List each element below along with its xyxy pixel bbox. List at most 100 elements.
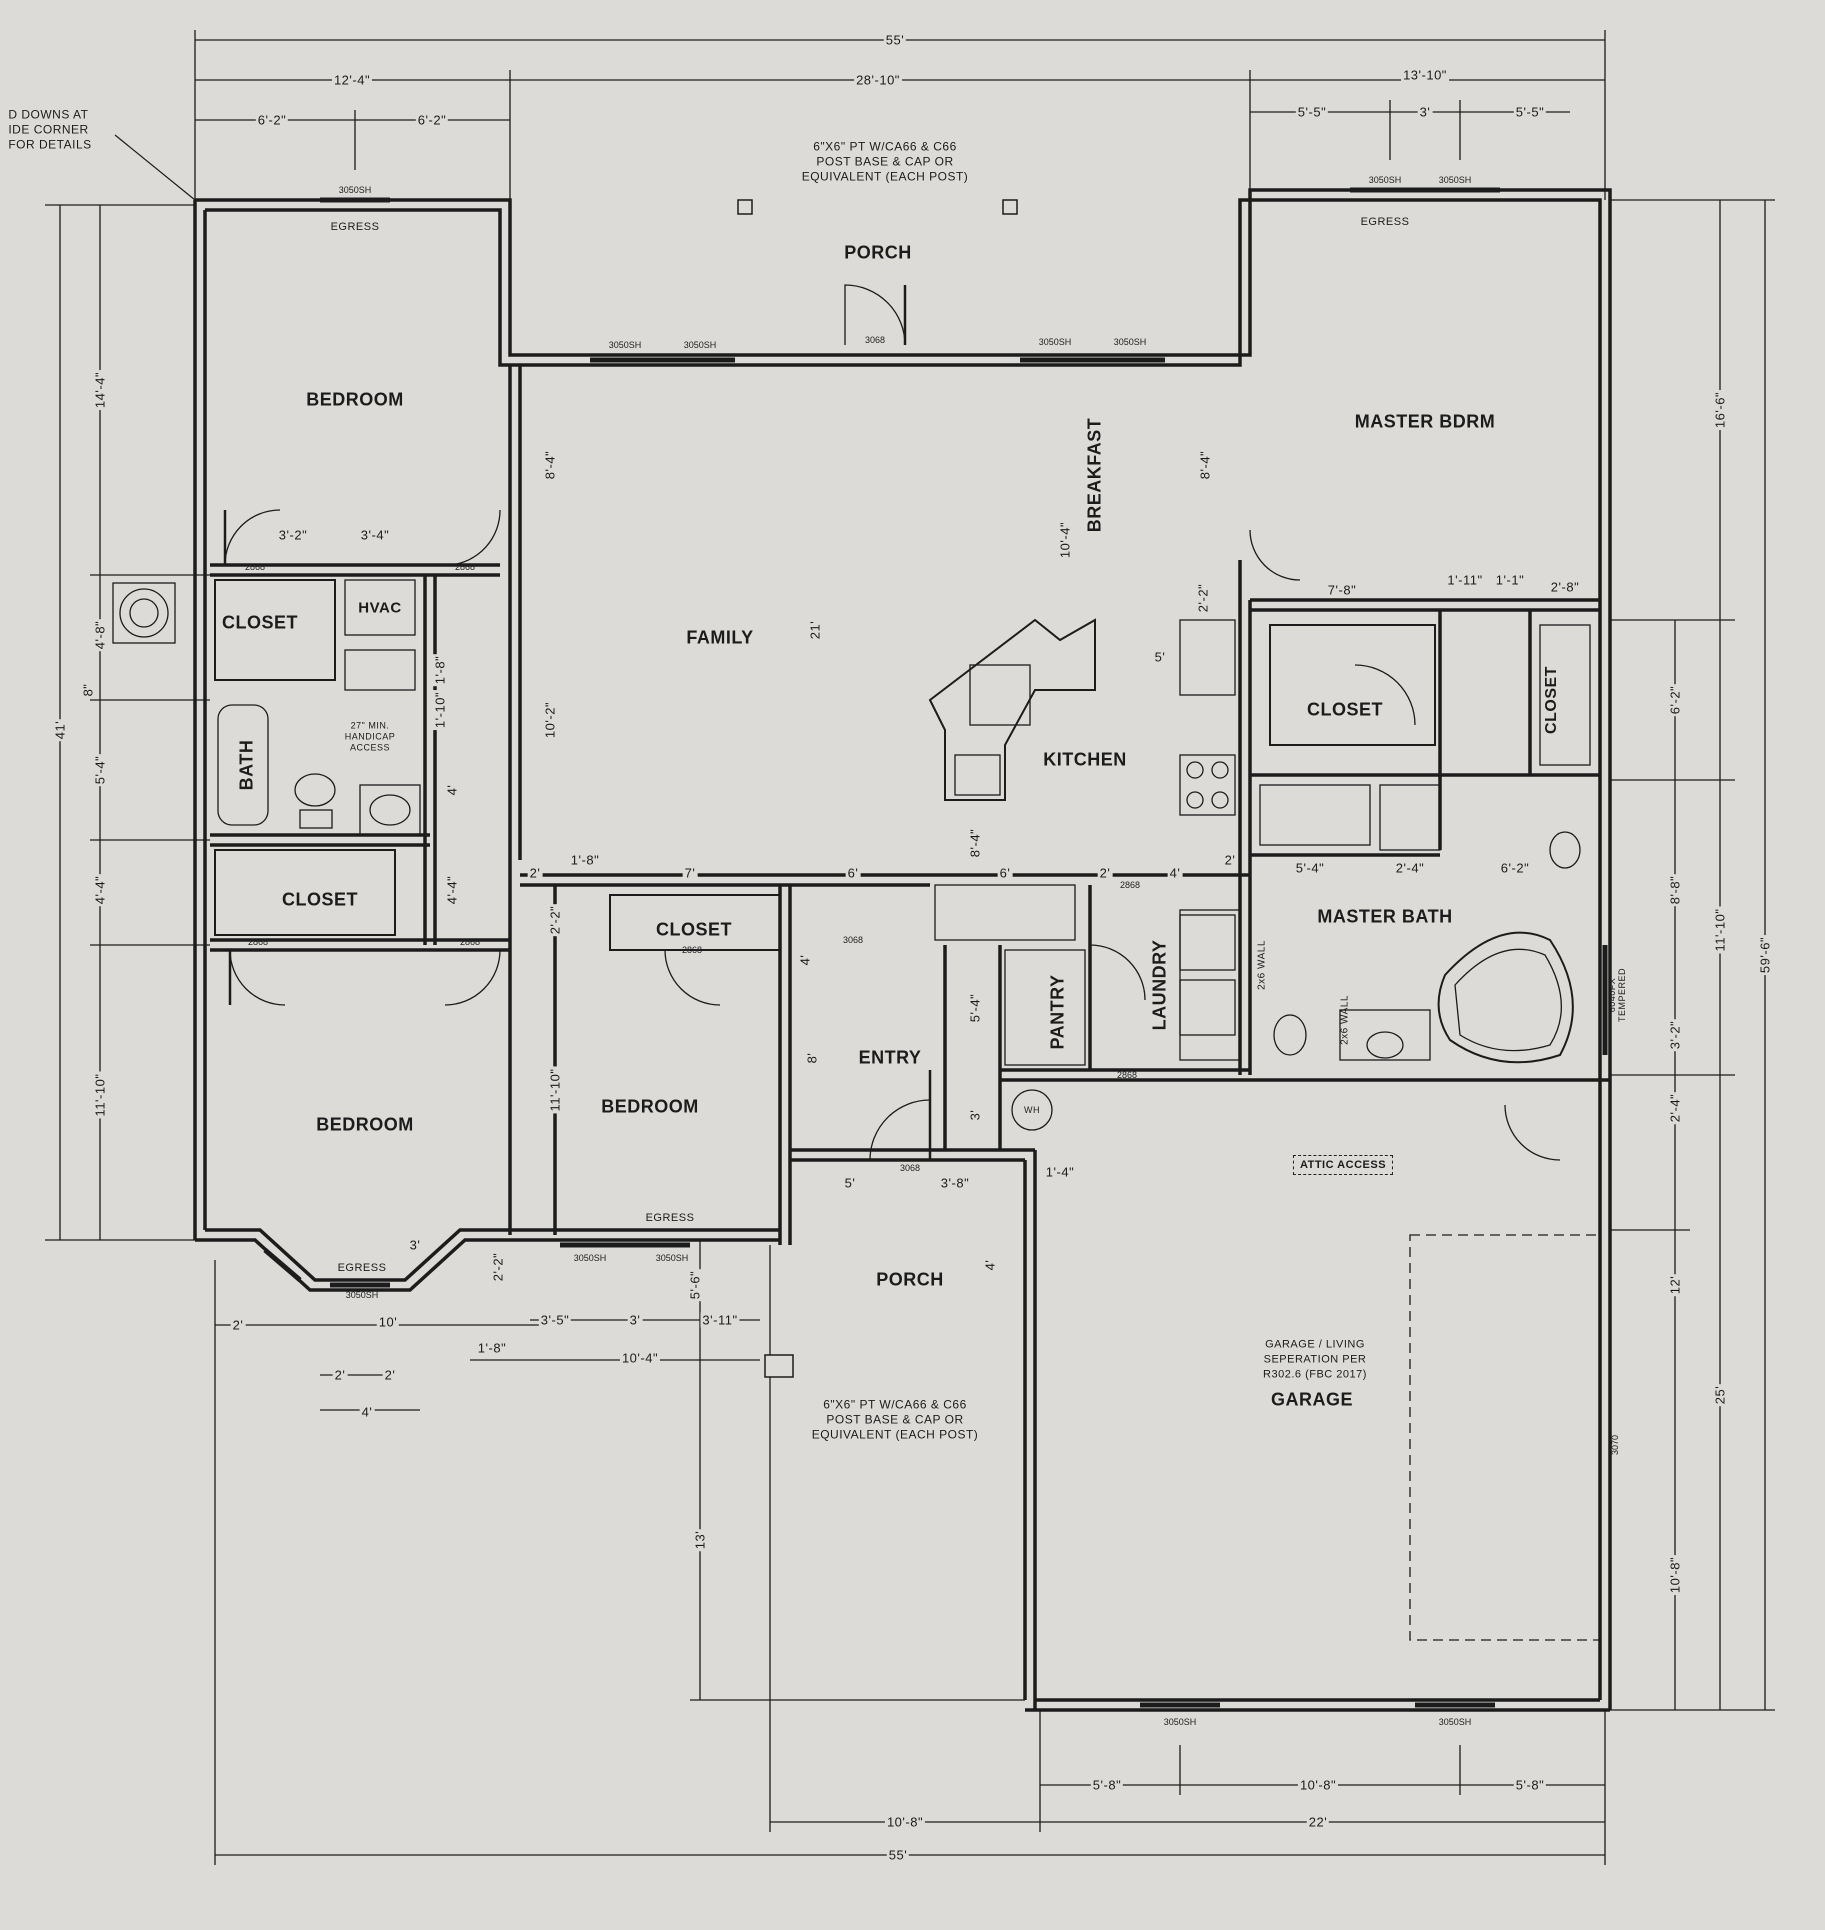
tag-window-7: 3050SH [1113,337,1147,347]
tag-window-10: 3050SH [345,1290,379,1300]
label-egress-sw: EGRESS [337,1262,387,1274]
dim-left-a: 14'-4" [92,369,108,411]
dim-porch-d: 1'-4" [1043,1164,1077,1180]
room-closet-hall: CLOSET [281,889,359,910]
room-breakfast: BREAKFAST [1084,417,1105,533]
tag-window-12: 3050SH [1438,1717,1472,1727]
dim-hall-d: 3'-4" [358,527,392,543]
dim-top-right-c: 5'-5" [1513,104,1547,120]
room-garage: GARAGE [1270,1389,1354,1410]
dim-family-a: 8'-4" [542,448,558,482]
room-closet-center: CLOSET [655,919,733,940]
dim-row-b: 1'-8" [568,852,602,868]
dim-left-overall: 41' [52,718,68,742]
dim-bay-g: 2'-2" [490,1250,506,1284]
dim-row-g: 4' [1167,865,1183,881]
dim-row-a: 2' [527,865,543,881]
note-handicap-line2: HANDICAP [344,731,396,742]
dim-left-c: 8" [80,681,96,699]
note-attic-access: ATTIC ACCESS [1292,1155,1394,1175]
room-entry: ENTRY [858,1047,922,1068]
note-hold-downs-line3: FOR DETAILS [8,137,92,152]
note-garage-sep-line3: R302.6 (FBC 2017) [1263,1368,1367,1381]
dim-mb-c: 6'-2" [1498,860,1532,876]
dim-master-f: 2'-8" [1548,579,1582,595]
note-hold-downs-line2: IDE CORNER [8,122,89,137]
dim-top-mid: 28'-10" [854,72,902,88]
dim-hall-a: 4' [444,782,460,798]
room-master-bdrm: MASTER BDRM [1354,411,1496,432]
tag-window-3: 3050SH [1438,175,1472,185]
dim-garage-c: 5'-8" [1513,1777,1547,1793]
dim-closet-b: 4' [797,952,813,968]
dim-bay-d: 2' [382,1367,398,1383]
dim-porch-c: 4' [982,1257,998,1273]
tag-door-3: 2868 [454,562,476,572]
dim-top-left-b: 6'-2" [415,112,449,128]
label-egress-nw: EGRESS [330,221,380,233]
dim-right-c: 8'-8" [1667,873,1683,907]
room-laundry: LAUNDRY [1149,939,1170,1031]
dim-right-b: 6'-2" [1667,683,1683,717]
dim-porch-b: 3'-8" [938,1175,972,1191]
dim-right-d: 11'-10" [1712,906,1728,954]
room-kitchen: KITCHEN [1043,749,1127,770]
note-post-top: 6"X6" PT W/CA66 & C66 POST BASE & CAP OR… [802,140,969,185]
dim-garage-a: 5'-8" [1090,1777,1124,1793]
dim-top-overall: 55' [883,32,907,48]
dim-porch-a: 5' [842,1175,858,1191]
note-hold-downs: D DOWNS AT IDE CORNER FOR DETAILS [8,108,91,153]
dim-right-h: 25' [1712,1383,1728,1407]
room-family: FAMILY [686,627,754,648]
dim-entry-a: 8' [804,1050,820,1066]
note-tempered-line1: 6040FX [1607,977,1617,1013]
dim-porch-depth: 13' [692,1528,708,1552]
dim-left-e: 4'-4" [92,873,108,907]
tag-garage-door: 3070 [1610,1434,1620,1456]
dim-master-c: 7'-8" [1325,582,1359,598]
label-wall-2x6-b: 2x6 WALL [1339,995,1351,1045]
dim-top-right-b: 3' [1417,104,1433,120]
dim-hall-c: 3'-2" [276,527,310,543]
dim-mb-b: 2'-4" [1393,860,1427,876]
dim-kitchen-b: 8'-4" [967,826,983,860]
dim-family-b: 10'-2" [542,699,558,741]
note-tempered-window: 6040FX TEMPERED [1607,968,1627,1022]
dim-bedroom-center: 11'-10" [547,1066,563,1114]
dim-bottom-garage: 22' [1306,1814,1330,1830]
note-tempered-line2: TEMPERED [1617,967,1627,1023]
dim-right-overall: 59'-6" [1757,934,1773,976]
note-post-top-line3: EQUIVALENT (EACH POST) [801,169,969,184]
dim-right-g: 12' [1667,1273,1683,1297]
tag-door-4: 2868 [247,937,269,947]
dim-right-e: 3'-2" [1667,1018,1683,1052]
dim-master-b: 2'-2" [1195,581,1211,615]
note-post-bottom: 6"X6" PT W/CA66 & C66 POST BASE & CAP OR… [812,1398,979,1443]
tag-door-1: 3068 [864,335,886,345]
dim-top-left: 12'-4" [331,72,373,88]
dim-bath-b: 1'-8" [432,653,448,687]
note-post-bottom-line1: 6"X6" PT W/CA66 & C66 [823,1397,967,1412]
dim-bay-f: 3' [407,1237,423,1253]
note-post-bottom-line3: EQUIVALENT (EACH POST) [811,1427,979,1442]
dim-row-f: 2' [1097,865,1113,881]
note-garage-sep-line1: GARAGE / LIVING [1265,1338,1365,1351]
tag-door-8: 3068 [899,1163,921,1173]
dim-front-c: 3'-11" [700,1312,740,1328]
tag-door-10: 3068 [842,935,864,945]
dim-master-e: 1'-1" [1493,572,1527,588]
dim-left-d: 5'-4" [92,753,108,787]
room-closet-left: CLOSET [221,612,299,633]
dim-row-e: 6' [997,865,1013,881]
dim-row-h: 2' [1222,852,1238,868]
room-bath: BATH [236,739,257,791]
room-porch-rear: PORCH [876,1269,944,1290]
room-bedroom-center: BEDROOM [601,1096,699,1117]
tag-window-8: 3050SH [573,1253,607,1263]
dim-master-d: 1'-11" [1445,572,1485,588]
dim-bottom-overall: 55' [886,1847,910,1863]
note-handicap-line3: ACCESS [349,742,391,753]
tag-door-2: 2868 [244,562,266,572]
tag-window-5: 3050SH [683,340,717,350]
